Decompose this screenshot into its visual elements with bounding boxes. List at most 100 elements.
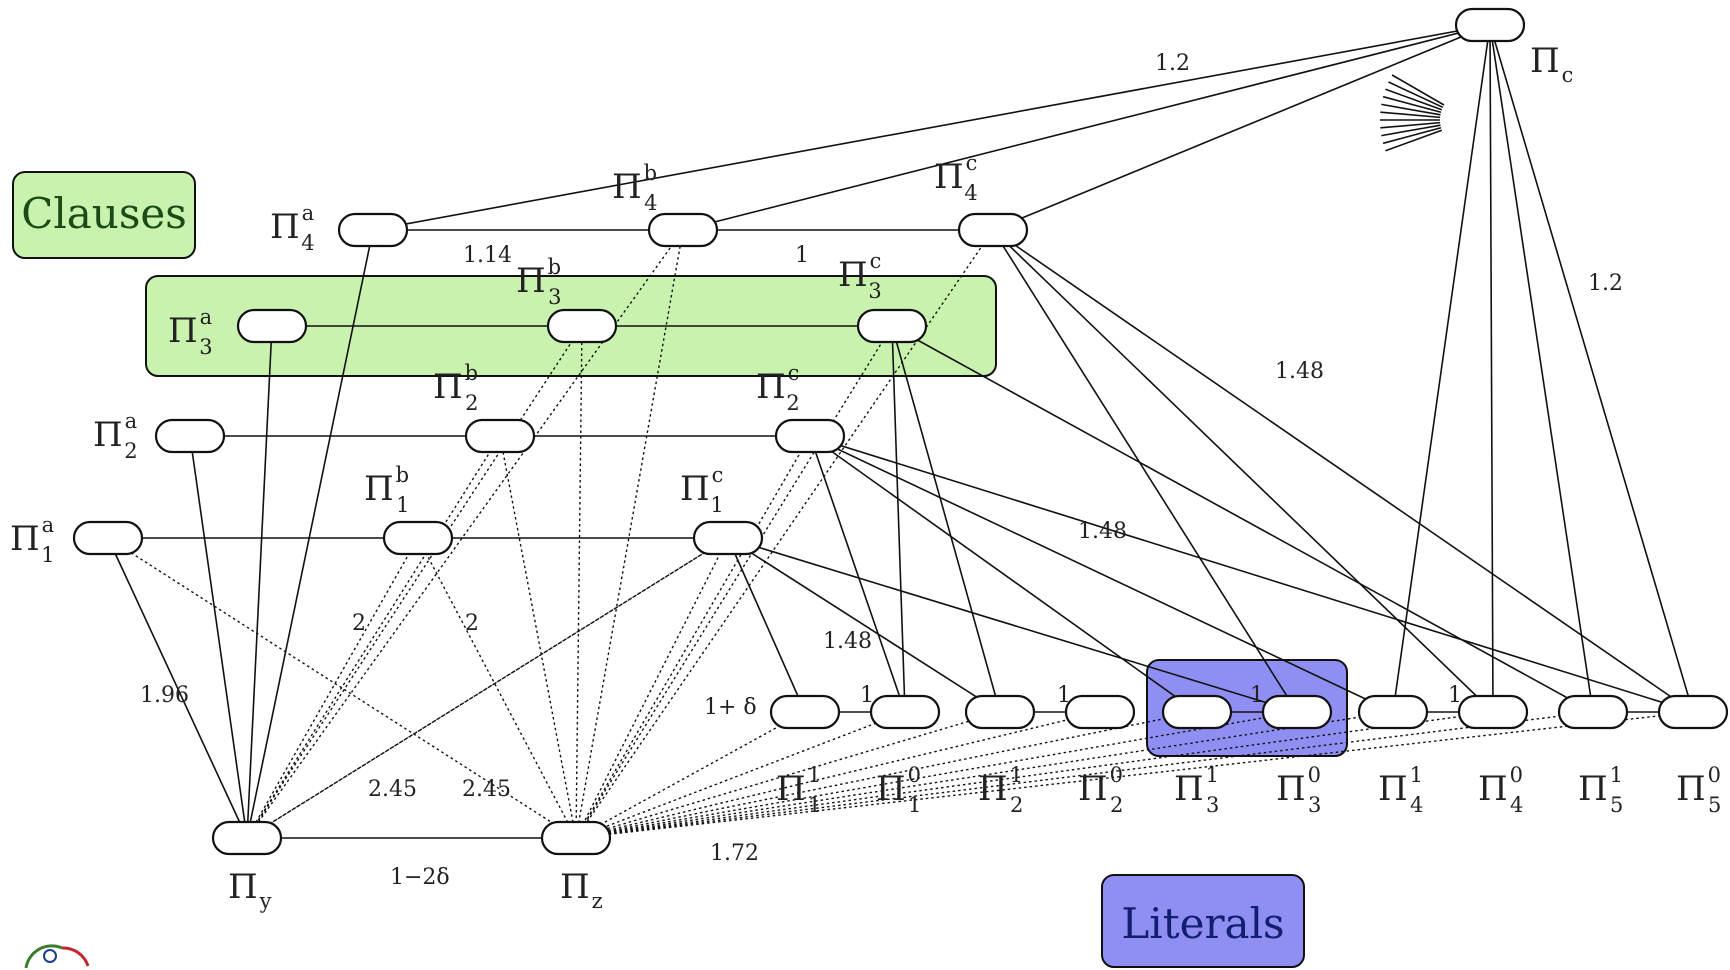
dotted-edge-py-p1c [246,537,729,839]
logo-fragment [24,944,90,969]
edge-weight-w-py-pz: 1−2δ [390,865,450,890]
node-label-subscript: 4 [1410,793,1423,817]
edge-pc-p4c [992,24,1491,231]
node-label-main: Π [270,207,300,247]
dotted-edge-p2b-py [246,435,501,839]
node-label-superscript: 0 [1308,763,1321,787]
dotted-edge-pz-l31 [575,711,1198,839]
fan-stroke [1381,124,1441,137]
dotted-edge-pz-l11 [575,711,806,839]
dotted-edge-p1a-pz [107,537,577,839]
node-label-superscript: a [302,201,315,225]
clauses-legend-label: Clauses [21,189,187,238]
dotted-edge-p1c-py [246,537,729,839]
dotted-edge-p1b-py [246,537,419,839]
node-label-superscript: b [644,161,657,185]
node-label-main: Π [10,519,40,559]
fan-stroke [1385,129,1443,152]
edge-pc-l40 [1489,24,1494,713]
node-label-pc: Πc [1530,41,1573,87]
node-p4b [647,212,719,248]
node-l40 [1457,694,1529,730]
edge-p4c-l30 [992,229,1298,713]
node-label-superscript: 0 [1708,763,1721,787]
node-label-superscript: 1 [1610,763,1623,787]
node-p1c [692,520,764,556]
node-label-superscript: 1 [808,763,821,787]
node-l30 [1261,694,1333,730]
node-label-superscript: b [548,255,561,279]
edge-weight-w-lit-2: 1 [1057,683,1071,708]
dotted-edge-pz-l21 [575,711,1001,839]
edge-p3c-l10 [891,325,906,713]
node-label-subscript: 1 [908,793,921,817]
node-py [211,820,283,856]
node-label-main: Π [776,769,806,809]
node-p2a [154,418,226,454]
node-label-subscript: y [259,889,272,913]
node-label-main: Π [93,415,123,455]
node-label-main: Π [680,469,710,509]
edge-weight-w-p1b-a: 2 [352,611,366,636]
dotted-edge-p3b-py [246,325,583,839]
node-label-subscript: 4 [301,231,314,255]
node-label-superscript: 0 [1110,763,1123,787]
node-label-subscript: 3 [868,279,881,303]
dotted-edge-p4b-pz [575,229,684,839]
node-label-main: Π [433,367,463,407]
dotted-edge-p3c-pz [575,325,893,839]
node-label-superscript: a [200,305,213,329]
node-l41 [1357,694,1429,730]
edge-p1c-l21 [727,537,1001,713]
node-label-main: Π [364,469,394,509]
dotted-edge-pz-l51 [575,711,1594,839]
edge-p4a-py [246,229,374,839]
literals-highlight-region [1146,659,1348,757]
edge-weight-w-p4ab: 1.14 [463,243,512,268]
node-label-superscript: c [870,249,882,273]
edge-p3c-l21 [891,325,1001,713]
node-label-subscript: 1 [396,493,409,517]
node-label-main: Π [168,311,198,351]
edge-weight-w-p4bc: 1 [795,243,809,268]
edges-layer [107,24,1694,839]
node-label-main: Π [1174,769,1204,809]
node-label-subscript: 1 [808,793,821,817]
node-label-subscript: 2 [786,391,799,415]
edge-p1a-py [107,537,248,839]
dotted-edge-pz-l10 [575,711,906,839]
fan-stroke [1388,81,1444,109]
edge-weight-w-pc-right: 1.2 [1588,271,1623,296]
node-label-superscript: c [712,463,724,487]
node-label-main: Π [612,167,642,207]
node-l21 [964,694,1036,730]
node-p4a [337,212,409,248]
node-l20 [1064,694,1136,730]
edge-weight-w-p1a-py: 1.96 [140,683,189,708]
node-label-l11: Π1 1 [776,763,821,817]
edge-p4c-l40 [992,229,1494,713]
edge-p2c-l50 [809,435,1694,713]
node-label-subscript: c [1562,63,1574,87]
node-p2b [464,418,536,454]
node-label-subscript: 5 [1708,793,1721,817]
dotted-edge-p2b-pz [499,435,577,839]
node-label-main: Π [1378,769,1408,809]
edge-weight-w-lit-4: 1 [1448,683,1462,708]
edge-p3c-l51 [891,325,1594,713]
node-label-superscript: c [788,361,800,385]
edge-p3a-py [246,325,273,839]
